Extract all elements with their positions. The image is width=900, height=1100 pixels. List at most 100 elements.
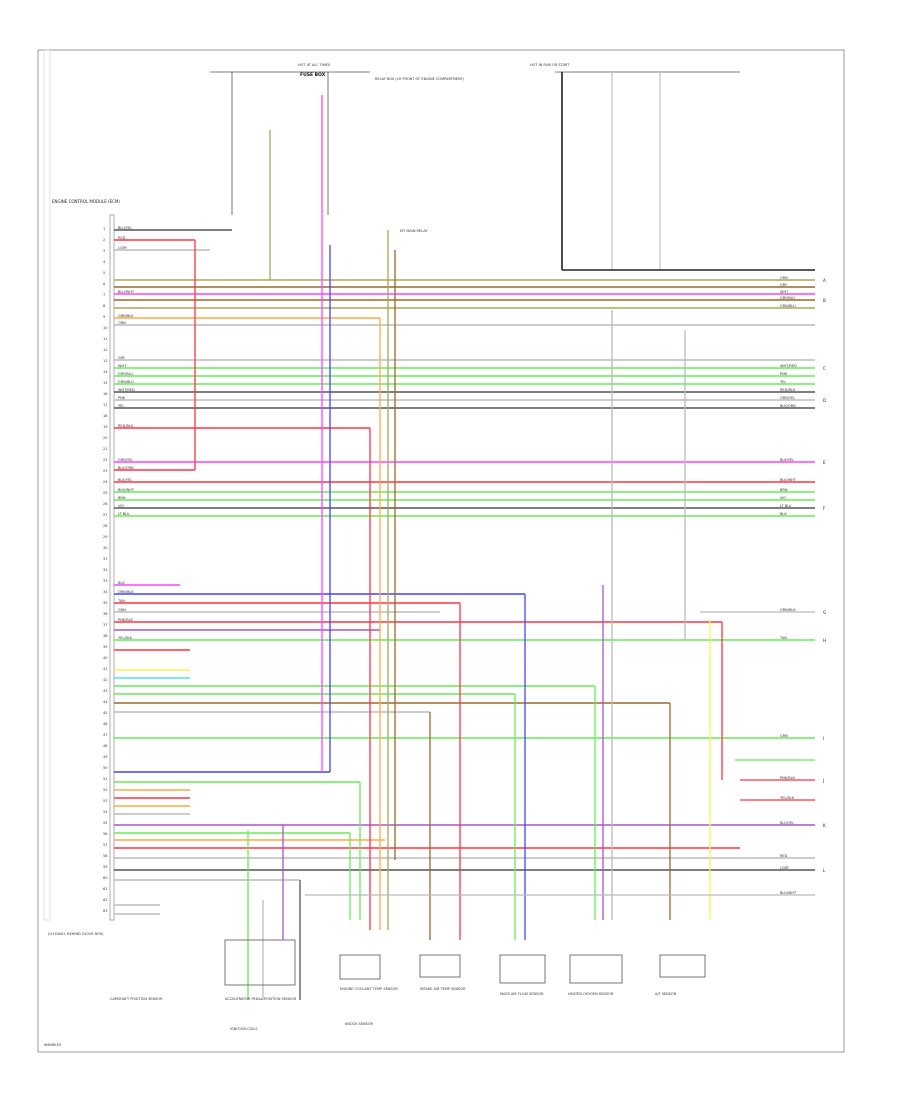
pin-wire-label: RED	[118, 236, 126, 240]
ecm-pin-number: 47	[103, 733, 107, 737]
fuse-box-label: FUSE BOX	[300, 72, 326, 78]
pin-wire-label: BRN	[118, 496, 126, 500]
ecm-pin-number: 26	[103, 502, 107, 506]
pin-wire-label: YEL	[118, 404, 124, 408]
connector-ref: D	[823, 398, 826, 403]
ecm-pin-number: 36	[103, 612, 107, 616]
footer-code: W6V8K55	[44, 1043, 61, 1047]
ecm-pin-number: 21	[103, 447, 107, 451]
diagram-frame	[37, 49, 845, 1053]
component-caption: A/F SENSOR	[655, 992, 677, 996]
ecm-pin-number: 14	[103, 370, 108, 374]
ecm-pin-number: 24	[103, 480, 108, 484]
ecm-pin-number: 20	[103, 436, 107, 440]
pin-wire-label: GRY	[118, 356, 126, 360]
connector-ref: B	[823, 298, 826, 303]
ecm-pin-number: 38	[103, 634, 107, 638]
ecm-pin-number: 60	[103, 876, 107, 880]
edge-wire-label: BRN	[780, 488, 788, 492]
ecm-pin-number: 33	[103, 579, 107, 583]
ecm-pin-number: 43	[103, 689, 107, 693]
ecm-pin-number: 35	[103, 601, 107, 605]
pin-wire-label: GRN	[118, 608, 126, 612]
connector-ref: G	[823, 610, 826, 615]
ecm-pin-number: 10	[103, 326, 107, 330]
pin-wire-label: BLK/ORN	[118, 466, 134, 470]
ecm-pin-number: 50	[103, 766, 107, 770]
pin-wire-label: BLK	[118, 581, 125, 585]
edge-wire-label: RED	[780, 854, 788, 858]
ecm-pin-number: 54	[103, 810, 108, 814]
ecm-pin-number: 19	[103, 425, 107, 429]
ecm-pin-number: 27	[103, 513, 107, 517]
ecm-pin-number: 17	[103, 403, 107, 407]
edge-wire-label: BLK/WHT	[780, 478, 797, 482]
ecm-pin-number: 32	[103, 568, 107, 572]
hot-run-start-label: HOT IN RUN OR START	[530, 63, 570, 67]
pin-wire-label: GRY/BLU	[118, 372, 133, 376]
edge-wire-label: WHT	[780, 290, 789, 294]
ecm-pin-number: 41	[103, 667, 107, 671]
edge-wire-label: GRN	[780, 734, 788, 738]
ecm-connector-strip	[109, 214, 115, 921]
edge-wire-label: ORN	[780, 276, 788, 280]
ecm-pin-number: 12	[103, 348, 107, 352]
pin-wire-label: LGRY	[118, 246, 128, 250]
ecm-pin-number: 39	[103, 645, 107, 649]
ecm-pin-number: 48	[103, 744, 107, 748]
edge-wire-label: GRY	[780, 283, 788, 287]
ecm-pin-number: 62	[103, 898, 107, 902]
sensor-body	[659, 954, 706, 978]
connector-ref: F	[823, 506, 826, 511]
component-caption: INTAKE AIR TEMP SENSOR	[420, 987, 466, 991]
connector-ref: C	[823, 366, 826, 371]
ecm-pin-number: 52	[103, 788, 107, 792]
pin-wire-label: BLK/WHT	[118, 488, 135, 492]
ecm-body-outline	[43, 49, 51, 921]
ecm-pin-number: 11	[103, 337, 107, 341]
sensor-body	[419, 954, 461, 978]
connector-ref: A	[823, 278, 826, 283]
ecm-pin-number: 7	[103, 293, 105, 297]
ecm-pin-number: 53	[103, 799, 107, 803]
pin-wire-label: TAN	[117, 599, 125, 603]
ecm-pin-number: 34	[103, 590, 108, 594]
ecm-pin-number: 13	[103, 359, 107, 363]
ecm-pin-number: 29	[103, 535, 107, 539]
ecm-pin-number: 63	[103, 909, 107, 913]
ecm-pin-number: 3	[103, 249, 105, 253]
ecm-pin-number: 46	[103, 722, 107, 726]
connector-ref: J	[822, 778, 824, 783]
ecm-pin-number: 59	[103, 865, 107, 869]
pin-wire-label: VIO	[118, 504, 124, 508]
edge-wire-label: GRY/BLU	[780, 296, 795, 300]
ecm-pin-number: 5	[103, 271, 105, 275]
ecm-pin-number: 57	[103, 843, 107, 847]
ecm-pin-number: 18	[103, 414, 107, 418]
connector-ref: H	[823, 638, 826, 643]
relay-box-label: RELAY BOX (LH FRONT OF ENGINE COMPARTMEN…	[375, 77, 465, 81]
sensor-body	[224, 939, 296, 986]
pin-wire-label: GRN/YEL	[118, 458, 133, 462]
edge-wire-label: YEL	[780, 380, 786, 384]
ecm-pin-number: 58	[103, 854, 107, 858]
edge-wire-label: BLK/ORN	[780, 404, 796, 408]
pin-wire-label: ORN/BLK	[118, 590, 134, 594]
edge-wire-label: WHT/RED	[780, 364, 797, 368]
ecm-pin-number: 6	[103, 282, 105, 286]
edge-wire-label: YEL/BLK	[780, 796, 795, 800]
edge-wire-label: LGRY	[780, 866, 790, 870]
pin-wire-label: RED/BLK	[118, 424, 134, 428]
component-layer	[224, 939, 706, 986]
ecm-pin-number: 40	[103, 656, 107, 660]
pin-wire-label: BLU/YEL	[118, 226, 132, 230]
ecm-pin-number: 42	[103, 678, 107, 682]
edge-wire-label: GRN/BLU	[780, 304, 796, 308]
sensor-body	[339, 954, 381, 980]
ecm-location-label: (LH DASH, BEHIND GLOVE BOX)	[48, 932, 104, 936]
pin-wire-label: ORN	[118, 321, 126, 325]
connector-ref: K	[823, 823, 826, 828]
component-caption: KNOCK SENSOR	[345, 1022, 374, 1026]
